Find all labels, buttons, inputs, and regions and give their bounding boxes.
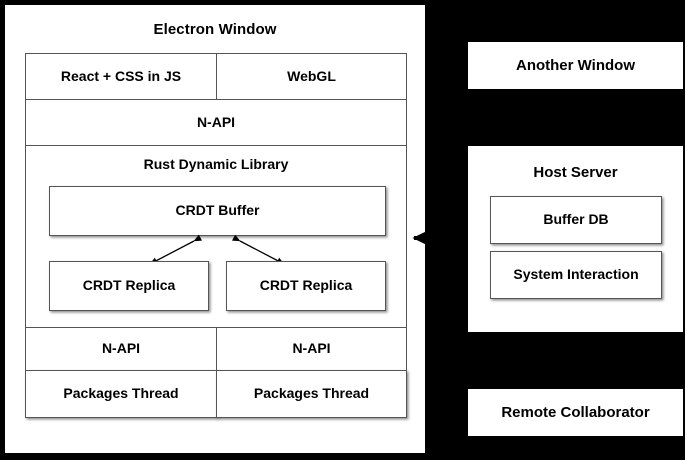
box-packages-thread-left[interactable]: Packages Thread	[25, 370, 217, 418]
box-napi-bottom-right[interactable]: N-API	[216, 327, 407, 371]
box-label: Packages Thread	[253, 385, 370, 402]
box-napi-top[interactable]: N-API	[25, 99, 407, 146]
box-label: N-API	[196, 113, 236, 130]
box-crdt-buffer[interactable]: CRDT Buffer	[49, 186, 386, 236]
panel-host-server: Host Server Buffer DB System Interaction	[468, 146, 683, 332]
panel-title-remote-collaborator: Remote Collaborator	[501, 404, 650, 421]
box-label: CRDT Replica	[82, 277, 176, 294]
electron-window-panel: Electron Window React + CSS in JS WebGL …	[2, 2, 428, 456]
panel-another-window[interactable]: Another Window	[468, 42, 683, 89]
box-packages-thread-right[interactable]: Packages Thread	[216, 370, 407, 418]
box-napi-bottom-left[interactable]: N-API	[25, 327, 217, 371]
panel-title-another-window: Another Window	[515, 57, 635, 74]
group-rust-dynamic-library: Rust Dynamic Library CRDT Buffer CRDT Re…	[25, 145, 407, 328]
crdt-connector-arrows	[149, 234, 285, 265]
box-label: N-API	[292, 340, 331, 357]
box-label: WebGL	[287, 67, 336, 84]
box-label: Buffer DB	[543, 211, 609, 228]
arrow-host-to-electron	[412, 227, 435, 249]
box-crdt-replica-1[interactable]: CRDT Replica	[49, 261, 209, 311]
box-react-css-in-js[interactable]: React + CSS in JS	[25, 53, 217, 100]
electron-window-title: Electron Window	[153, 21, 277, 38]
box-label: CRDT Replica	[259, 277, 353, 294]
box-system-interaction[interactable]: System Interaction	[490, 251, 662, 299]
box-label: React + CSS in JS	[60, 67, 182, 84]
arrow-buffer-to-replica-2	[231, 234, 285, 265]
box-label: Packages Thread	[63, 385, 179, 402]
box-buffer-db[interactable]: Buffer DB	[490, 196, 662, 244]
group-title-rust-dynamic-library: Rust Dynamic Library	[143, 156, 289, 172]
box-crdt-replica-2[interactable]: CRDT Replica	[226, 261, 386, 311]
box-webgl[interactable]: WebGL	[216, 53, 407, 100]
box-label: N-API	[101, 340, 141, 357]
panel-title-host-server: Host Server	[533, 164, 618, 181]
box-label: System Interaction	[513, 266, 639, 283]
panel-remote-collaborator[interactable]: Remote Collaborator	[468, 389, 683, 436]
arrow-buffer-to-replica-1	[149, 234, 203, 265]
box-label: CRDT Buffer	[175, 202, 260, 219]
